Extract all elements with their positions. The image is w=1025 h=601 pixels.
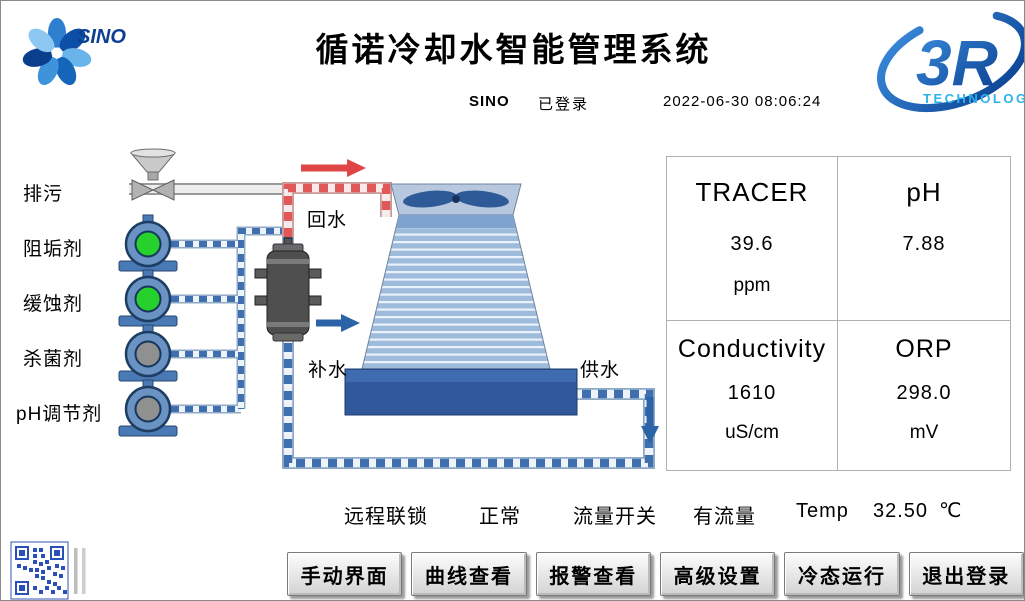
status-temp-value: 32.50 [873,500,929,522]
inline-vessel-icon [254,237,322,342]
label-corrosion-inhibitor: 缓蚀剂 [23,294,84,315]
conductivity-value: 1610 [727,382,777,404]
cold-run-button[interactable]: 冷态运行 [784,552,900,596]
ph-value: 7.88 [902,233,946,255]
orp-unit: mV [909,422,939,443]
login-status: 已登录 [538,96,590,113]
manual-screen-button[interactable]: 手动界面 [287,552,403,596]
pump-ph-regulator-icon[interactable] [118,379,178,437]
dosing-piping [171,226,288,414]
nav-button-row: 手动界面 曲线查看 报警查看 高级设置 冷态运行 退出登录 [287,552,1024,596]
tracer-unit: ppm [733,275,771,296]
sino-logo: SINO [22,18,126,86]
reading-card-conductivity: Conductivity 1610 uS/cm [667,321,837,470]
conductivity-name: Conductivity [677,335,827,363]
supply-flow-arrow-icon [641,397,659,444]
status-temp-label: Temp [796,500,849,522]
tracer-name: TRACER [695,177,809,207]
makeup-flow-arrow-icon [316,314,360,332]
label-biocide: 杀菌剂 [23,349,84,370]
status-temp-unit: ℃ [939,500,963,522]
pump-scale-inhibitor-icon[interactable] [118,214,178,272]
return-flow-arrow-icon [301,159,366,177]
logged-in-user: SINO [469,93,510,110]
blowdown-valve-icon[interactable] [129,148,177,201]
pump-status-ph-regulator [134,395,162,423]
pump-status-scale-inhibitor [134,230,162,258]
pump-biocide-icon[interactable] [118,324,178,382]
label-makeup-water: 补水 [308,360,349,381]
reading-card-orp: ORP 298.0 mV [838,321,1010,470]
pump-status-corrosion-inhibitor [134,285,162,313]
pump-status-biocide [134,340,162,368]
reading-card-ph: pH 7.88 [838,157,1010,320]
r3-logo-text: 3R [916,27,998,99]
sino-logo-text: SINO [77,26,126,48]
label-supply-water: 供水 [580,360,621,381]
orp-name: ORP [895,335,953,363]
conductivity-unit: uS/cm [725,422,779,443]
pump-corrosion-inhibitor-icon[interactable] [118,269,178,327]
return-water-pipe [282,182,392,237]
tower-fan-icon [403,190,509,208]
qr-code [10,541,86,600]
status-interlock-label: 远程联锁 [344,506,428,528]
status-flow-label: 流量开关 [573,506,657,528]
label-blowdown: 排污 [23,184,64,205]
cooling-water-piping [282,231,655,469]
r3-logo-subtext: TECHNOLOGY [923,91,1025,106]
label-ph-regulator: pH调节剂 [16,404,103,425]
status-interlock-value: 正常 [479,506,521,528]
logout-button[interactable]: 退出登录 [908,552,1024,596]
tracer-value: 39.6 [730,233,774,255]
datetime: 2022-06-30 08:06:24 [663,93,822,110]
r3-technology-logo: 3R TECHNOLOGY [877,9,1025,113]
curve-view-button[interactable]: 曲线查看 [411,552,527,596]
reading-card-tracer: TRACER 39.6 ppm [667,157,837,320]
readings-panel: TRACER 39.6 ppm pH 7.88 Conductivity 161… [666,156,1011,471]
advanced-settings-button[interactable]: 高级设置 [659,552,776,596]
alarm-view-button[interactable]: 报警查看 [535,552,651,596]
page-title: 循诺冷却水智能管理系统 [315,31,712,68]
orp-value: 298.0 [896,382,952,404]
label-return-water: 回水 [307,210,348,231]
ph-name: pH [906,177,942,207]
cooling-tower [344,183,578,416]
label-scale-inhibitor: 阻垢剂 [23,239,84,260]
status-flow-value: 有流量 [693,506,756,528]
